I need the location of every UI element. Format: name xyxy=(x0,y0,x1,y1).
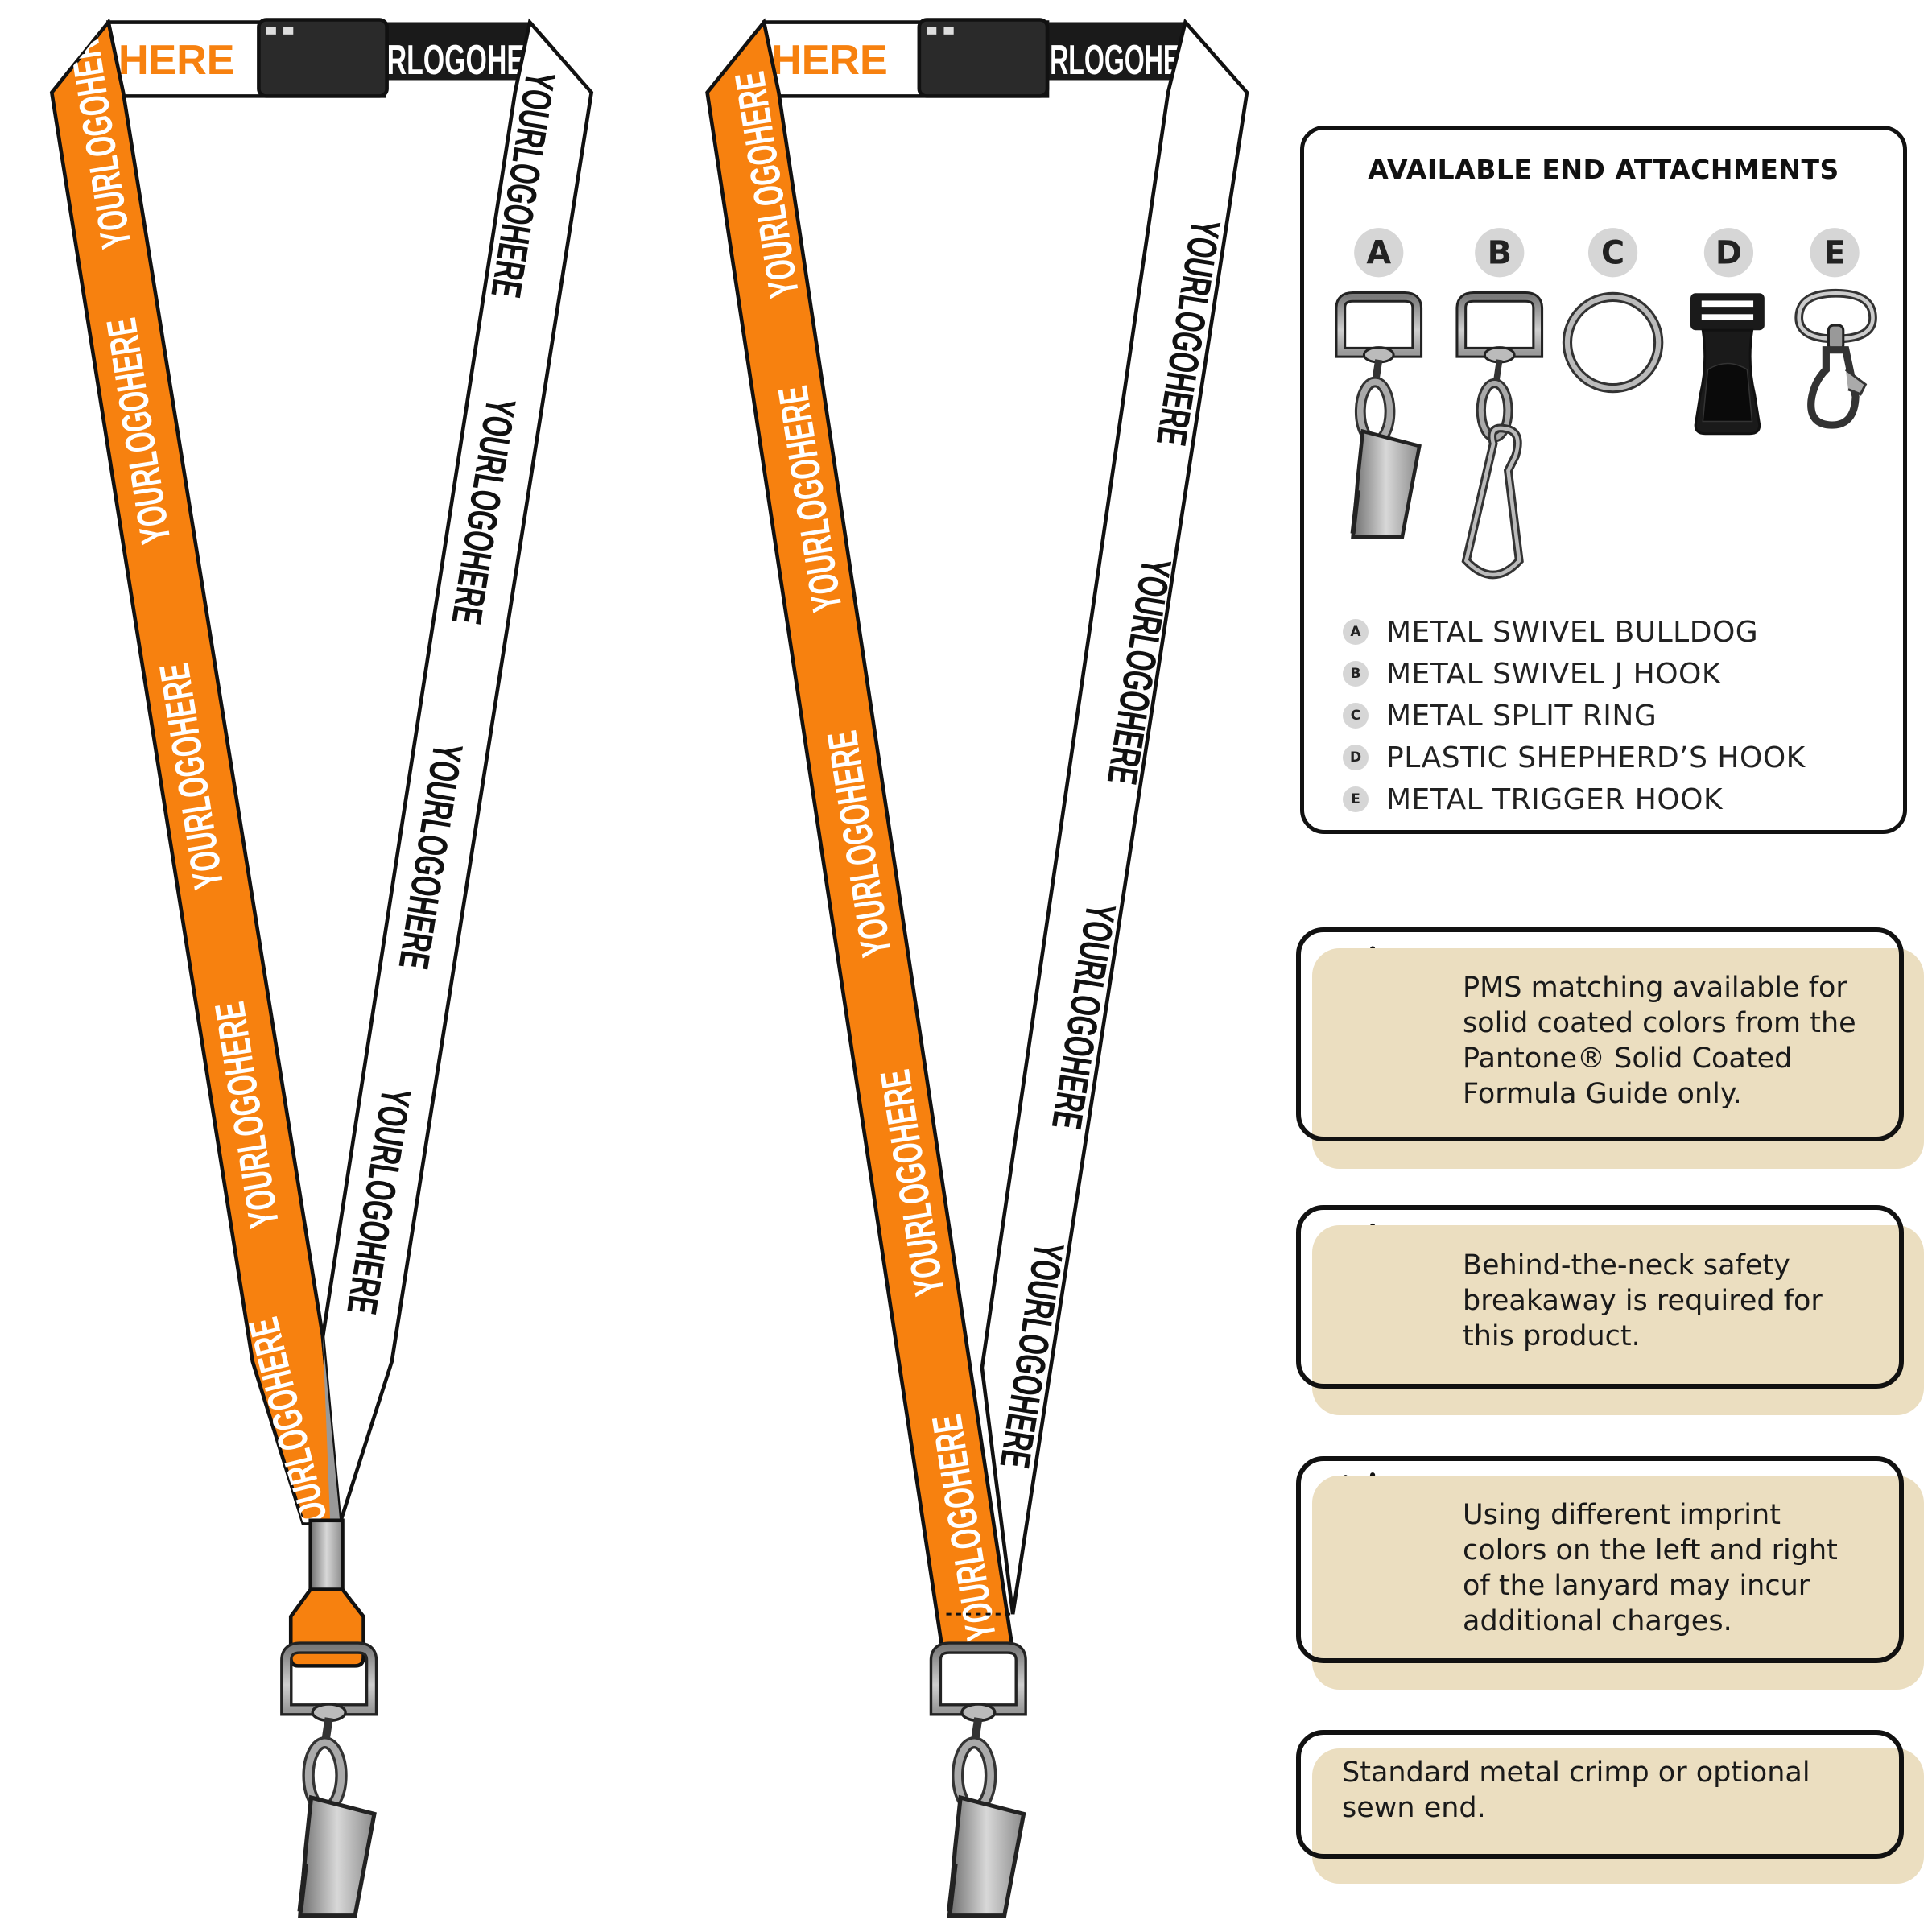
top-band-text: HERE xyxy=(118,37,235,84)
badge-c: C xyxy=(1601,235,1624,272)
j-hook-icon xyxy=(1461,297,1538,580)
legend-item-c: C METAL SPLIT RING xyxy=(1343,695,1806,737)
lanyard-right: HERE RLOGOHE YOURLOGOHERE YOURLOGOHERE Y… xyxy=(705,18,1249,1916)
note-line: of the lanyard may incur xyxy=(1463,1570,1810,1602)
attachment-badges: A B C D E xyxy=(1354,228,1860,278)
legend-item-d: D PLASTIC SHEPHERD’S HOOK xyxy=(1343,737,1806,778)
note-breakaway xyxy=(1296,1205,1904,1389)
strap-right-orange xyxy=(705,18,1015,1653)
note-line: additional charges. xyxy=(1463,1605,1732,1637)
badge-d: D xyxy=(1343,745,1368,770)
end-attachments-panel: AVAILABLE END ATTACHMENTS A METAL SWIVEL … xyxy=(1300,126,1907,834)
note-line: colors on the left and right xyxy=(1463,1534,1838,1567)
badge-a: A xyxy=(1343,619,1368,645)
note-text: Behind-the-neck safety breakaway is requ… xyxy=(1463,1248,1823,1354)
strap-right-white xyxy=(980,18,1249,1615)
bulldog-clip-icon xyxy=(287,1648,374,1916)
crimp-tip xyxy=(288,1587,365,1668)
note-background xyxy=(1312,1476,1924,1690)
legend-item-b: B METAL SWIVEL J HOOK xyxy=(1343,653,1806,695)
trigger-hook-icon xyxy=(1794,288,1877,429)
top-band-dark xyxy=(384,22,543,80)
bulldog-clip-icon xyxy=(935,1648,1023,1916)
note-text: Standard metal crimp or optional sewn en… xyxy=(1342,1755,1810,1826)
legend-label: METAL SPLIT RING xyxy=(1386,699,1657,733)
note-crimp-end xyxy=(1296,1730,1904,1859)
panel-title: AVAILABLE END ATTACHMENTS xyxy=(1368,154,1839,185)
note-line: sewn end. xyxy=(1342,1792,1486,1824)
note-background xyxy=(1312,1748,1924,1884)
legend-label: PLASTIC SHEPHERD’S HOOK xyxy=(1386,741,1806,774)
attachment-legend: A METAL SWIVEL BULLDOG B METAL SWIVEL J HO… xyxy=(1343,611,1806,820)
badge-e: E xyxy=(1823,235,1845,272)
note-line: Formula Guide only. xyxy=(1463,1078,1742,1110)
note-line: solid coated colors from the xyxy=(1463,1007,1856,1039)
note-background xyxy=(1312,1225,1924,1415)
badge-b: B xyxy=(1488,235,1512,272)
legend-label: METAL SWIVEL J HOOK xyxy=(1386,657,1721,691)
note-background xyxy=(1312,948,1924,1169)
badge-e: E xyxy=(1343,786,1368,812)
note-line: Using different imprint xyxy=(1463,1499,1781,1531)
note-line: Behind-the-neck safety xyxy=(1463,1249,1790,1282)
note-line: Standard metal crimp or optional xyxy=(1342,1757,1810,1789)
top-band-text: HERE xyxy=(771,37,888,84)
shepherd-hook-icon xyxy=(1690,293,1765,436)
badge-b: B xyxy=(1343,661,1368,687)
badge-a: A xyxy=(1366,235,1391,272)
note-line: this product. xyxy=(1463,1320,1641,1352)
breakaway-clasp xyxy=(917,18,1050,98)
legend-item-e: E METAL TRIGGER HOOK xyxy=(1343,778,1806,820)
legend-label: METAL TRIGGER HOOK xyxy=(1386,782,1724,816)
badge-c: C xyxy=(1343,703,1368,729)
note-pms-matching xyxy=(1296,927,1904,1141)
legend-item-a: A METAL SWIVEL BULLDOG xyxy=(1343,611,1806,653)
lanyard-left: HERE RLOGOHE YOURLOGOHERE YOURLOGOHERE Y… xyxy=(49,18,594,1916)
top-band-text: RLOGOHE xyxy=(387,37,525,84)
top-band-text: RLOGOHE xyxy=(1050,37,1180,84)
note-line: breakaway is required for xyxy=(1463,1285,1823,1317)
note-imprint-colors xyxy=(1296,1456,1904,1663)
breakaway-clasp xyxy=(257,18,389,98)
note-line: PMS matching available for xyxy=(1463,972,1847,1004)
note-text: Using different imprint colors on the le… xyxy=(1463,1497,1838,1639)
split-ring-icon xyxy=(1562,291,1664,394)
note-text: PMS matching available for solid coated … xyxy=(1463,970,1856,1112)
note-line: Pantone® Solid Coated xyxy=(1463,1042,1793,1075)
badge-d: D xyxy=(1715,235,1742,272)
metal-crimp xyxy=(308,1518,345,1594)
legend-label: METAL SWIVEL BULLDOG xyxy=(1386,615,1759,649)
